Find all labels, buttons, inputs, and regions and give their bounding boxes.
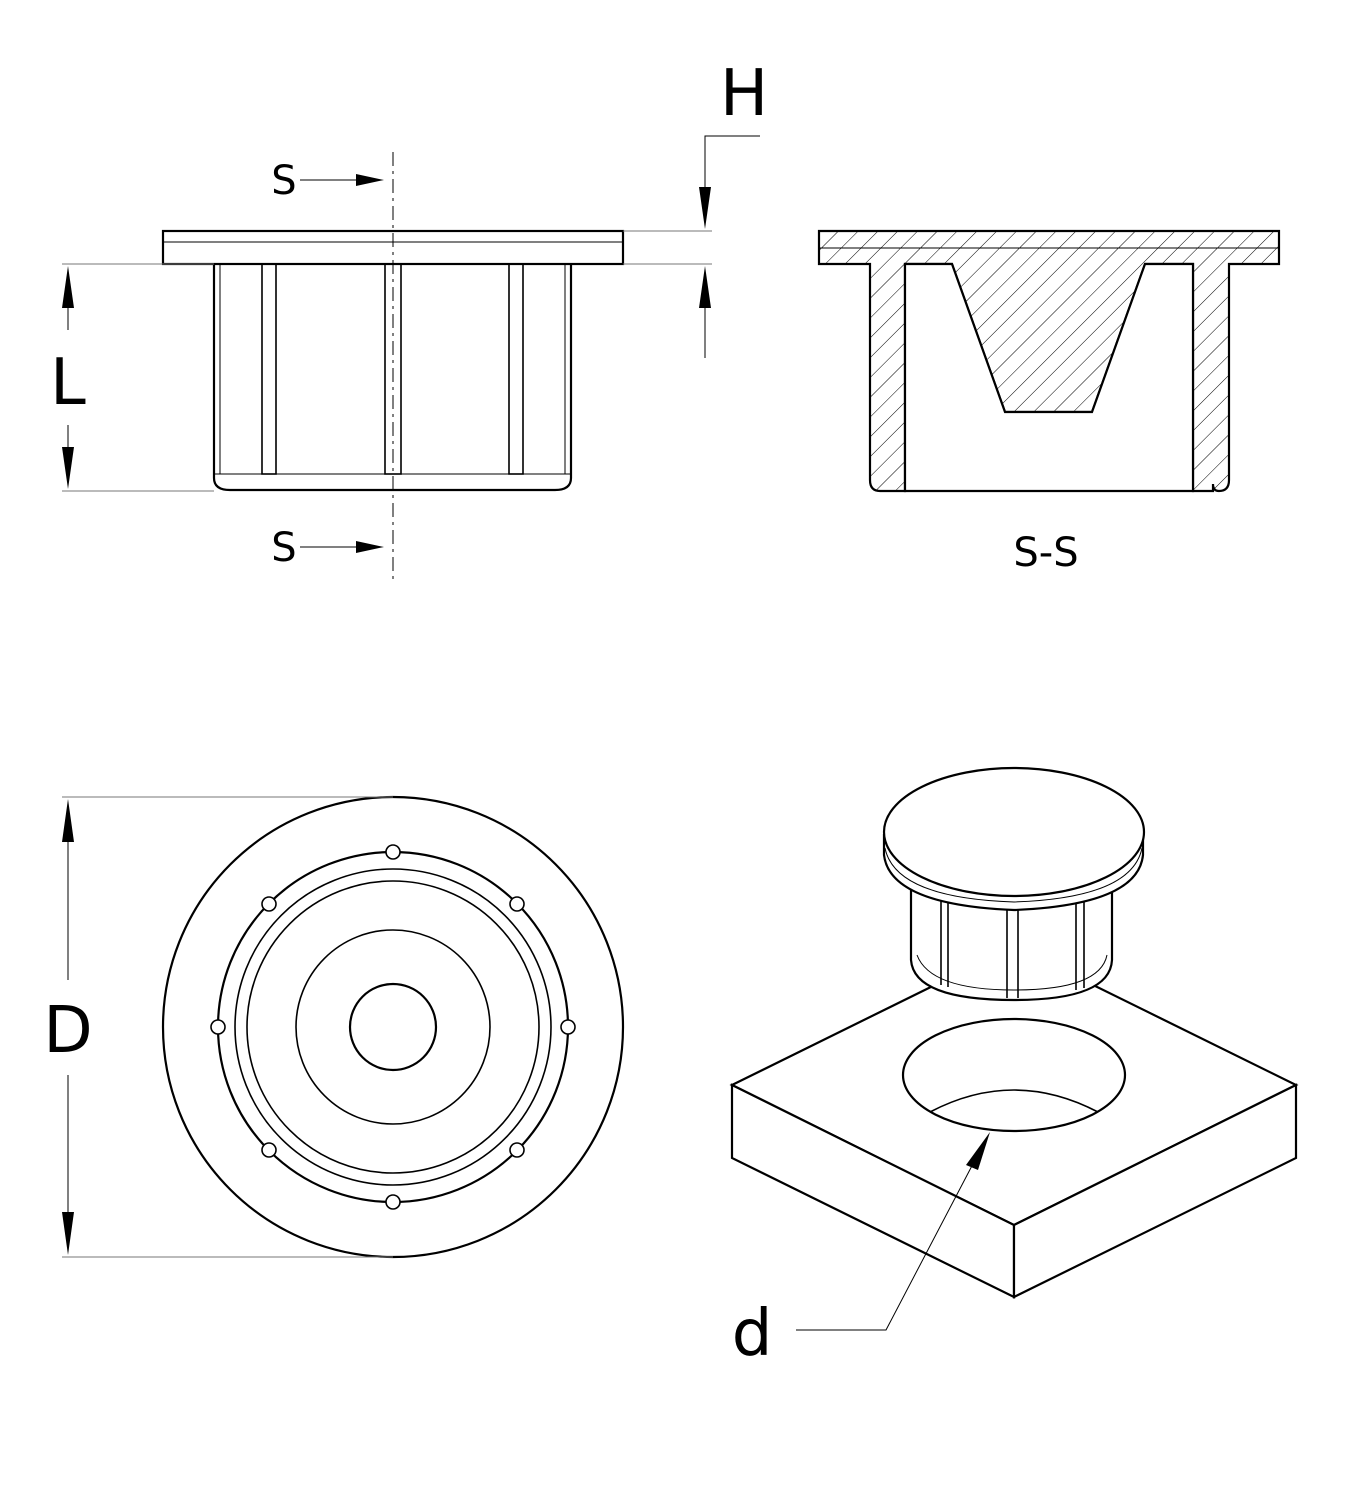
dimension-d: D xyxy=(43,796,393,1258)
iso-plug-cap-top xyxy=(882,766,1146,898)
section-view: S-S xyxy=(817,229,1281,576)
top-flange-circle xyxy=(161,795,625,1259)
iso-hole xyxy=(901,1017,1127,1133)
top-view: D xyxy=(43,795,625,1259)
isometric-view: d xyxy=(729,766,1299,1371)
dimension-h: H xyxy=(623,57,768,358)
section-label-bottom: S xyxy=(271,525,296,571)
front-body xyxy=(212,264,573,492)
dimension-d-hole: d xyxy=(732,1132,990,1371)
front-view: S S L H xyxy=(50,57,768,580)
section-label-top: S xyxy=(271,158,296,204)
dimension-label-d: D xyxy=(43,994,92,1068)
section-arrow-top: S xyxy=(271,158,384,204)
dimension-label-h: H xyxy=(720,57,768,131)
dimension-label-d-hole: d xyxy=(732,1297,773,1371)
section-view-label: S-S xyxy=(1013,530,1078,576)
iso-plug xyxy=(882,766,1146,1002)
dimension-l: L xyxy=(50,263,214,492)
top-rib-bumps xyxy=(210,844,576,1210)
section-hatched-profile xyxy=(817,229,1281,493)
dimension-label-l: L xyxy=(50,346,86,420)
top-center-circle xyxy=(348,982,438,1072)
section-arrow-bottom: S xyxy=(271,525,384,571)
